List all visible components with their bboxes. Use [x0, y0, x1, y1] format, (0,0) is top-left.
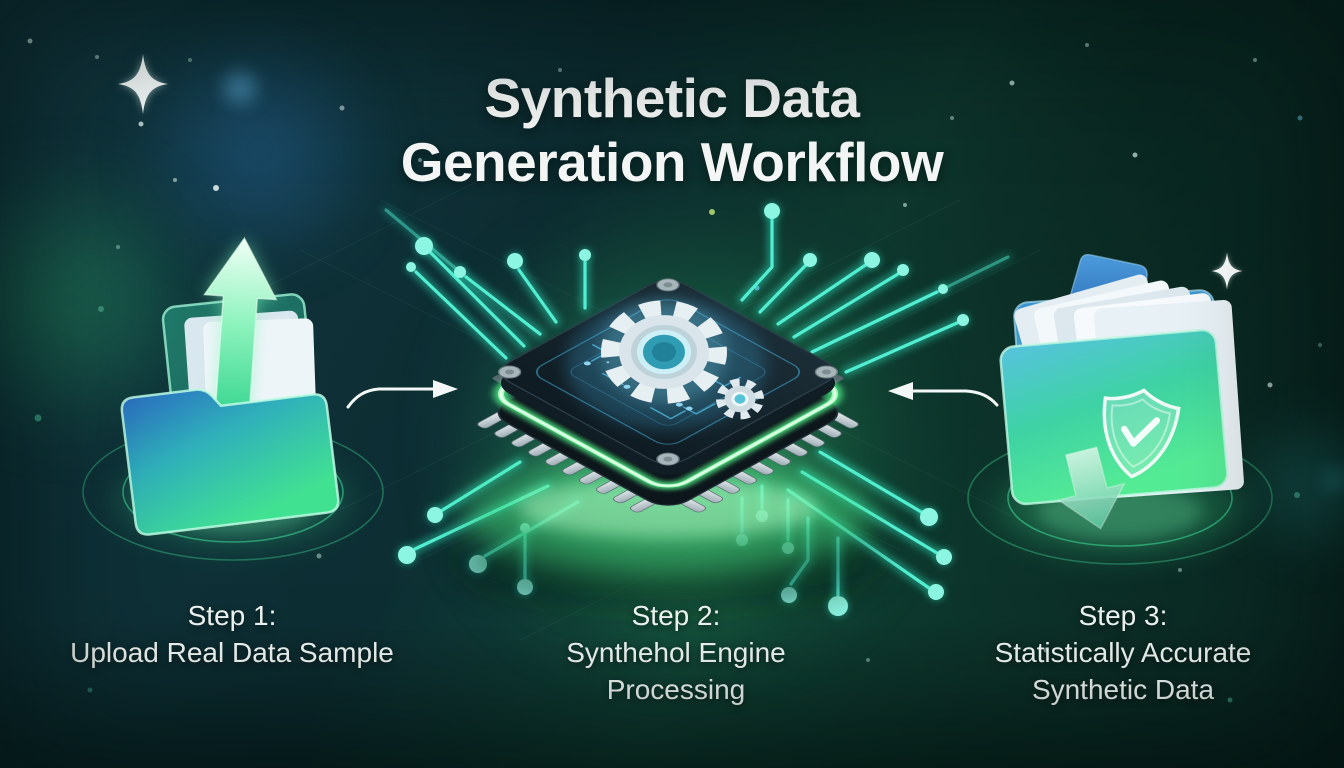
gear-icon-large: [600, 299, 728, 405]
shield-check-icon: [1102, 388, 1181, 479]
arrowhead-right: [433, 380, 458, 398]
title-line-1: Synthetic Data: [484, 67, 860, 129]
down-arrow-icon: [1056, 446, 1126, 530]
step-3-label: Step 3:: [1078, 600, 1168, 631]
verified-folder-icon: [999, 253, 1244, 530]
flow-arrow-step3-to-step2: [888, 382, 999, 407]
arrowhead-left: [888, 382, 913, 400]
flow-arrow-step1-to-step2: [346, 380, 458, 409]
sparkle-icon: [1211, 252, 1243, 290]
step-1-label: Step 1:: [187, 600, 277, 631]
step-1-text: Upload Real Data Sample: [70, 637, 394, 668]
step-2-caption: Step 2: Synthehol Engine Processing: [476, 597, 876, 708]
step-2-text-line-2: Processing: [606, 674, 746, 705]
step-3-text-line-2: Synthetic Data: [1031, 674, 1215, 705]
gear-icon-small: [716, 378, 764, 420]
upload-folder-icon: [120, 236, 340, 536]
background-dots: [27, 38, 1344, 703]
step-2-label: Step 2:: [631, 600, 721, 631]
page-title: Synthetic Data Generation Workflow: [0, 66, 1344, 194]
folder-front: [120, 388, 340, 536]
folder-front: [999, 328, 1229, 506]
step-3-text-line-1: Statistically Accurate: [994, 637, 1252, 668]
step-2-text-line-1: Synthehol Engine: [566, 637, 786, 668]
step-1-caption: Step 1: Upload Real Data Sample: [22, 597, 442, 671]
check-mark: [1121, 417, 1161, 447]
title-line-2: Generation Workflow: [400, 131, 944, 193]
step-3-caption: Step 3: Statistically Accurate Synthetic…: [923, 597, 1323, 708]
processor-chip-icon: [453, 278, 883, 610]
